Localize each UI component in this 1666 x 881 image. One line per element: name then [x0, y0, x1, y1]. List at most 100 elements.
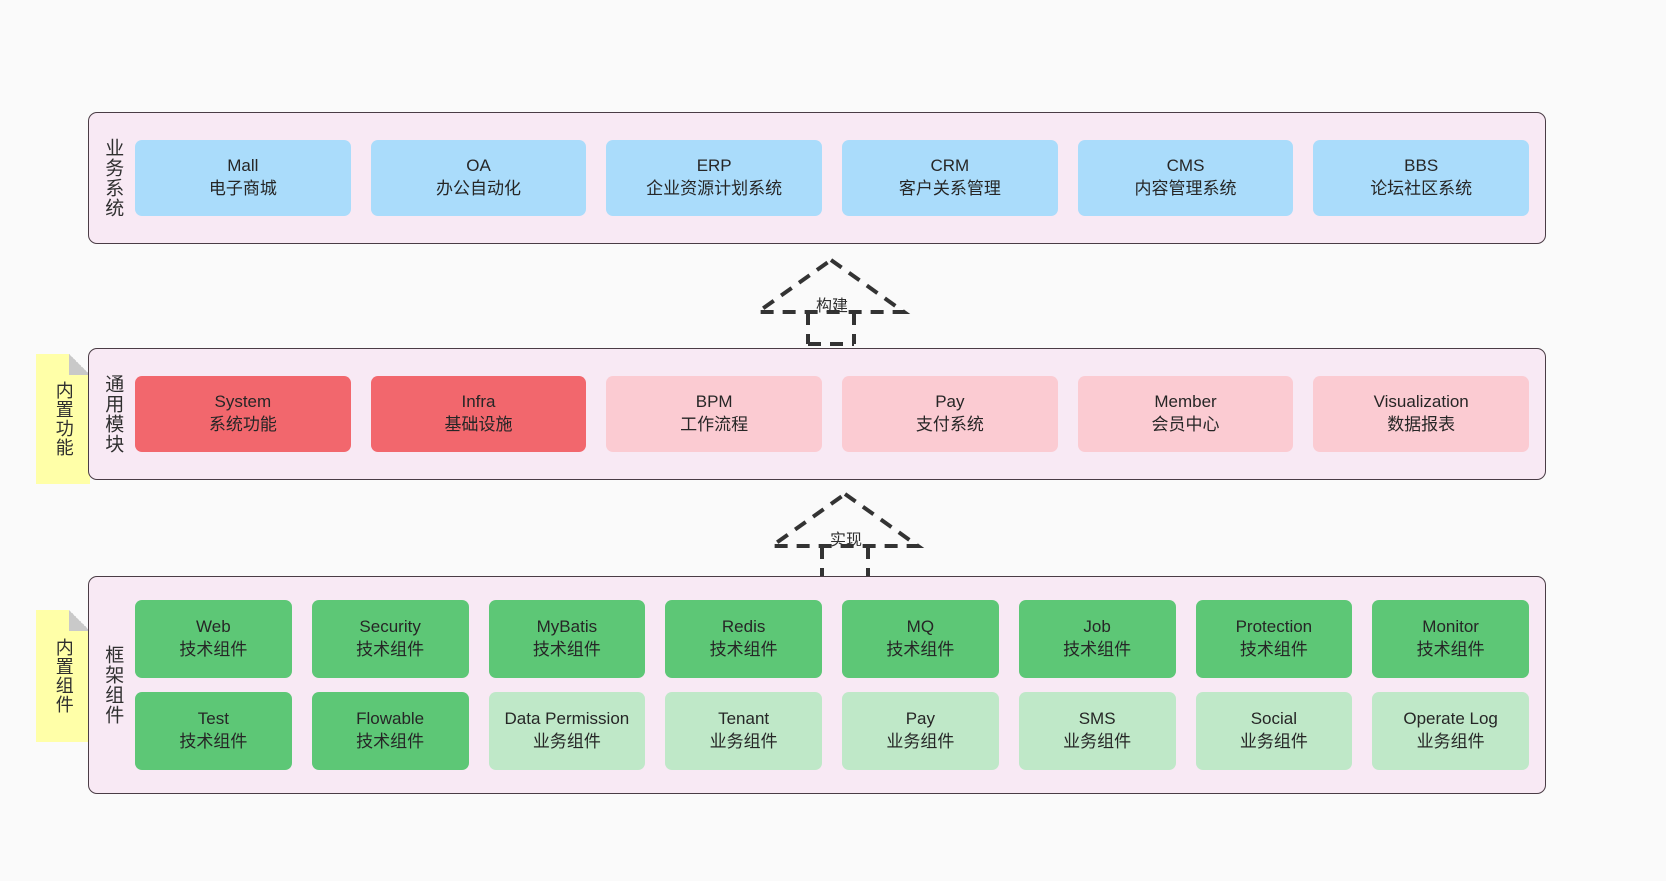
node-title: Infra — [461, 392, 496, 412]
row-common-modules: System 系统功能 Infra 基础设施 BPM 工作流程 Pay 支付系统… — [135, 376, 1530, 452]
node-pay-module[interactable]: Pay 支付系统 — [842, 376, 1058, 452]
node-title: Pay — [935, 392, 965, 412]
node-subtitle: 技术组件 — [709, 640, 778, 659]
layer-body-common-modules: System 系统功能 Infra 基础设施 BPM 工作流程 Pay 支付系统… — [135, 349, 1545, 479]
node-title: CMS — [1166, 156, 1205, 176]
node-subtitle: 基础设施 — [444, 415, 513, 434]
node-system[interactable]: System 系统功能 — [135, 376, 351, 452]
layer-body-framework-components: Web 技术组件 Security 技术组件 MyBatis 技术组件 Redi… — [135, 577, 1545, 793]
node-crm[interactable]: CRM 客户关系管理 — [842, 140, 1058, 216]
connector-label-implement: 实现 — [830, 532, 863, 549]
node-mq[interactable]: MQ 技术组件 — [842, 600, 999, 678]
node-subtitle: 技术组件 — [179, 732, 248, 751]
node-subtitle: 内容管理系统 — [1134, 179, 1237, 198]
node-title: Protection — [1235, 617, 1313, 637]
node-subtitle: 技术组件 — [1416, 640, 1485, 659]
node-title: CRM — [930, 156, 970, 176]
node-subtitle: 数据报表 — [1387, 415, 1456, 434]
node-bpm[interactable]: BPM 工作流程 — [606, 376, 823, 452]
node-subtitle: 业务组件 — [1239, 732, 1308, 751]
node-web[interactable]: Web 技术组件 — [135, 600, 292, 678]
node-title: Monitor — [1422, 617, 1479, 637]
node-subtitle: 系统功能 — [208, 415, 277, 434]
node-subtitle: 技术组件 — [532, 640, 601, 659]
node-title: Social — [1250, 709, 1298, 729]
node-job[interactable]: Job 技术组件 — [1018, 600, 1176, 678]
sticky-note-label: 内置组件 — [53, 638, 74, 714]
node-subtitle: 技术组件 — [886, 640, 955, 659]
node-title: Tenant — [718, 709, 770, 729]
node-bbs[interactable]: BBS 论坛社区系统 — [1313, 140, 1530, 216]
node-subtitle: 会员中心 — [1151, 415, 1220, 434]
node-data-permission[interactable]: Data Permission 业务组件 — [488, 692, 646, 770]
node-subtitle: 技术组件 — [1239, 640, 1308, 659]
node-subtitle: 论坛社区系统 — [1370, 179, 1473, 198]
node-infra[interactable]: Infra 基础设施 — [370, 376, 587, 452]
node-mybatis[interactable]: MyBatis 技术组件 — [488, 600, 646, 678]
node-member[interactable]: Member 会员中心 — [1077, 376, 1294, 452]
node-pay-component[interactable]: Pay 业务组件 — [842, 692, 999, 770]
node-subtitle: 业务组件 — [709, 732, 778, 751]
node-security[interactable]: Security 技术组件 — [311, 600, 469, 678]
node-protection[interactable]: Protection 技术组件 — [1195, 600, 1353, 678]
node-tenant[interactable]: Tenant 业务组件 — [665, 692, 822, 770]
node-title: MQ — [906, 617, 935, 637]
layer-common-modules: 通用模块 System 系统功能 Infra 基础设施 BPM 工作流程 Pay… — [88, 348, 1546, 480]
layer-framework-components: 框架组件 Web 技术组件 Security 技术组件 MyBatis 技术组件… — [88, 576, 1546, 794]
node-subtitle: 技术组件 — [356, 640, 425, 659]
layer-label-framework-components: 框架组件 — [102, 645, 124, 725]
node-social[interactable]: Social 业务组件 — [1195, 692, 1353, 770]
sticky-note-builtin-function: 内置功能 — [36, 354, 90, 484]
node-title: Visualization — [1373, 392, 1469, 412]
node-title: Web — [196, 617, 231, 637]
node-title: Pay — [905, 709, 936, 729]
node-title: BBS — [1404, 156, 1439, 176]
node-operate-log[interactable]: Operate Log 业务组件 — [1372, 692, 1529, 770]
node-visualization[interactable]: Visualization 数据报表 — [1313, 376, 1530, 452]
node-title: SMS — [1078, 709, 1116, 729]
node-title: Mall — [227, 156, 259, 176]
node-flowable[interactable]: Flowable 技术组件 — [311, 692, 469, 770]
node-subtitle: 业务组件 — [1416, 732, 1485, 751]
node-title: Security — [359, 617, 421, 637]
node-subtitle: 工作流程 — [680, 415, 749, 434]
row-business-systems: Mall 电子商城 OA 办公自动化 ERP 企业资源计划系统 CRM 客户关系… — [135, 140, 1530, 216]
node-redis[interactable]: Redis 技术组件 — [665, 600, 822, 678]
node-title: Flowable — [356, 709, 425, 729]
node-test[interactable]: Test 技术组件 — [135, 692, 292, 770]
row-framework-business: Test 技术组件 Flowable 技术组件 Data Permission … — [135, 692, 1529, 770]
node-title: Test — [197, 709, 229, 729]
layer-label-business-systems: 业务系统 — [102, 138, 124, 218]
node-title: BPM — [695, 392, 733, 412]
arrow-head-triangle — [765, 491, 925, 548]
node-title: Redis — [721, 617, 766, 637]
node-title: OA — [466, 156, 491, 176]
node-title: Operate Log — [1403, 709, 1498, 729]
node-sms[interactable]: SMS 业务组件 — [1018, 692, 1176, 770]
connector-label-build: 构建 — [816, 298, 849, 315]
connector-build: 构建 — [751, 257, 911, 346]
node-oa[interactable]: OA 办公自动化 — [370, 140, 587, 216]
arrow-stem — [820, 546, 870, 580]
node-subtitle: 企业资源计划系统 — [646, 179, 783, 198]
node-subtitle: 支付系统 — [915, 415, 984, 434]
sticky-note-builtin-component: 内置组件 — [36, 610, 90, 742]
node-subtitle: 技术组件 — [356, 732, 425, 751]
node-erp[interactable]: ERP 企业资源计划系统 — [606, 140, 823, 216]
connector-implement: 实现 — [765, 491, 925, 580]
node-title: MyBatis — [536, 617, 598, 637]
layer-business-systems: 业务系统 Mall 电子商城 OA 办公自动化 ERP 企业资源计划系统 CRM… — [88, 112, 1546, 244]
arrow-head-triangle — [751, 257, 911, 314]
layer-label-common-modules: 通用模块 — [102, 374, 124, 454]
node-subtitle: 技术组件 — [179, 640, 248, 659]
node-mall[interactable]: Mall 电子商城 — [135, 140, 351, 216]
node-subtitle: 业务组件 — [886, 732, 955, 751]
node-monitor[interactable]: Monitor 技术组件 — [1372, 600, 1529, 678]
node-subtitle: 电子商城 — [208, 179, 277, 198]
node-title: ERP — [696, 156, 732, 176]
arrow-stem — [806, 312, 856, 346]
node-cms[interactable]: CMS 内容管理系统 — [1077, 140, 1294, 216]
sticky-note-label: 内置功能 — [53, 381, 74, 457]
node-subtitle: 业务组件 — [532, 732, 601, 751]
